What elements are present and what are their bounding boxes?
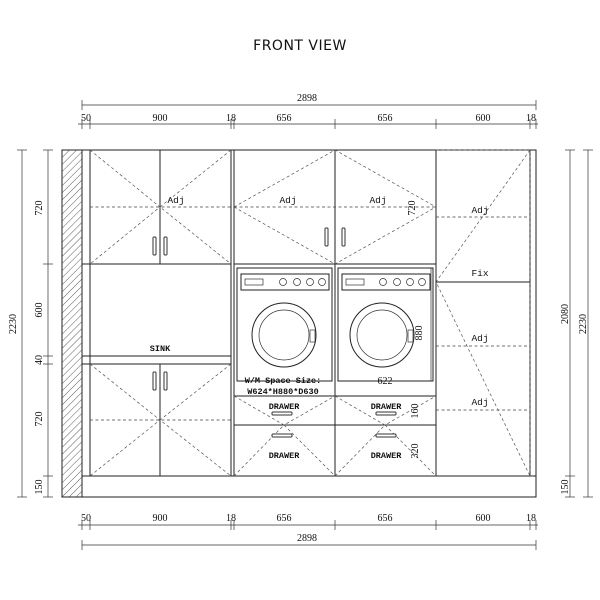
washing-machine-left [236, 267, 333, 382]
drawer-320-dim: 320 [410, 444, 421, 459]
wm-space-label-2: W624*H880*D630 [247, 387, 318, 397]
middle-upper-cabinets: Adj Adj 720 [233, 149, 437, 265]
left-dim-150: 150 [34, 480, 45, 495]
door-handle [163, 371, 168, 391]
door-handle [163, 236, 168, 256]
adj-shelf-label: Adj [471, 205, 488, 216]
right-dimensions: 2080 150 2230 [560, 149, 593, 498]
top-dimensions: 2898 50 900 18 656 656 600 18 [78, 93, 538, 129]
top-dim-656a: 656 [277, 113, 292, 124]
left-dim-720a: 720 [34, 201, 45, 216]
bottom-dim-18b: 18 [526, 513, 536, 524]
wm-width-dim: 622 [378, 376, 393, 387]
bottom-dim-656a: 656 [277, 513, 292, 524]
top-overall-dim: 2898 [297, 93, 317, 104]
top-dim-18a: 18 [226, 113, 236, 124]
left-dim-40: 40 [34, 355, 45, 365]
top-dim-50: 50 [81, 113, 91, 124]
top-dim-656b: 656 [378, 113, 393, 124]
drawing-title: FRONT VIEW [253, 38, 347, 54]
door-handle [152, 371, 157, 391]
right-overall-dim: 2230 [578, 314, 589, 334]
bottom-dim-656b: 656 [378, 513, 393, 524]
right-dim-150: 150 [560, 480, 571, 495]
bottom-dim-18a: 18 [226, 513, 236, 524]
fix-shelf-label: Fix [471, 268, 488, 279]
adj-shelf-label: Adj [471, 333, 488, 344]
bottom-dim-900: 900 [153, 513, 168, 524]
washing-machine-right [337, 267, 434, 382]
right-tall-cabinet: Adj Fix Adj Adj [435, 149, 531, 477]
sink-label: SINK [150, 344, 171, 354]
drawer-handle [271, 433, 293, 438]
bottom-dimensions: 50 900 18 656 656 600 18 2898 [78, 513, 538, 550]
drawer-label: DRAWER [371, 402, 403, 412]
door-handle [324, 227, 329, 247]
drawer-160-dim: 160 [410, 404, 421, 419]
side-wall [61, 149, 83, 498]
cabinet-frame [81, 149, 537, 498]
adj-shelf-label: Adj [471, 397, 488, 408]
adj-shelf-label: Adj [279, 195, 296, 206]
adj-shelf-label: Adj [167, 195, 184, 206]
top-dim-18b: 18 [526, 113, 536, 124]
drawer-label: DRAWER [269, 402, 301, 412]
bottom-dim-600: 600 [476, 513, 491, 524]
bottom-dim-50: 50 [81, 513, 91, 524]
adj-shelf-label: Adj [369, 195, 386, 206]
left-overall-dim: 2230 [8, 314, 19, 334]
left-dimensions: 2230 720 600 40 720 150 [8, 149, 53, 498]
wm-space-label-1: W/M Space Size: [245, 376, 322, 386]
drawer-bank: DRAWER DRAWER DRAWER DRAWER 160 320 [233, 395, 437, 477]
upper-720-dim: 720 [407, 201, 418, 216]
drawer-label: DRAWER [371, 451, 403, 461]
sink-area: SINK [81, 263, 232, 365]
right-inner-dim: 2080 [560, 304, 571, 324]
wm-height-dim: 880 [414, 326, 425, 341]
top-dim-900: 900 [153, 113, 168, 124]
top-dim-600: 600 [476, 113, 491, 124]
door-handle [152, 236, 157, 256]
drawer-handle [271, 411, 293, 416]
drawer-handle [375, 411, 397, 416]
left-dim-600: 600 [34, 303, 45, 318]
bottom-overall-dim: 2898 [297, 533, 317, 544]
left-dim-720b: 720 [34, 412, 45, 427]
drawer-handle [375, 433, 397, 438]
door-handle [341, 227, 346, 247]
left-lower-cabinet [89, 363, 232, 477]
left-upper-cabinet: Adj [89, 149, 232, 265]
drawer-label: DRAWER [269, 451, 301, 461]
